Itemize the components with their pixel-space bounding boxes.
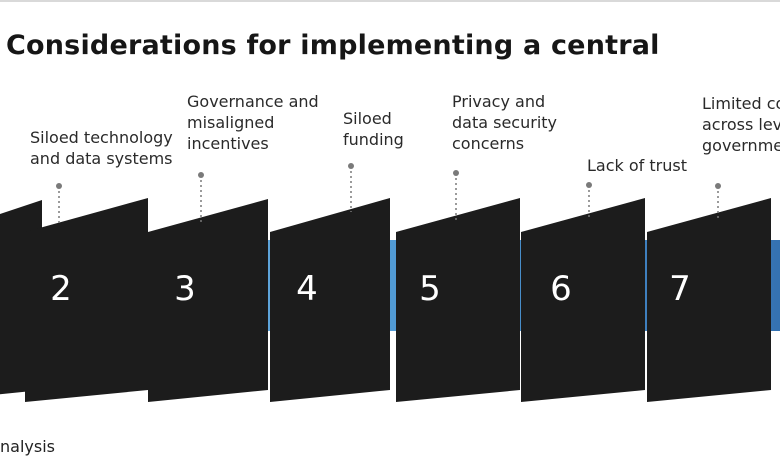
connector-dot-6 (586, 182, 592, 188)
step-label-line: across leve (702, 115, 780, 134)
step-panel-6 (521, 198, 645, 402)
step-panel-5 (396, 198, 520, 402)
step-number-5: 5 (419, 269, 441, 309)
step-label-line: Siloed technology (30, 128, 173, 147)
step-number-6: 6 (550, 269, 572, 309)
step-panels (0, 198, 771, 402)
connector-dot-2 (56, 183, 62, 189)
step-label-line: Privacy and (452, 92, 546, 111)
step-label-line: concerns (452, 134, 525, 153)
step-panel-3 (148, 199, 268, 402)
connector-dot-4 (348, 163, 354, 169)
connector-dot-3 (198, 172, 204, 178)
step-label-line: and data systems (30, 149, 173, 168)
step-label-line: Limited coo (702, 94, 780, 113)
connector-dot-5 (453, 170, 459, 176)
step-label-6: Lack of trust (587, 155, 687, 176)
step-label-line: data security (452, 113, 558, 132)
connector-dot-7 (715, 183, 721, 189)
step-label-line: funding (343, 130, 404, 149)
step-label-line: incentives (187, 134, 269, 153)
step-number-3: 3 (174, 269, 196, 309)
step-label-5: Privacy and data security concerns (452, 91, 557, 154)
step-label-line: misaligned (187, 113, 275, 132)
step-panel-7 (647, 198, 771, 402)
step-number-2: 2 (50, 269, 72, 309)
step-label-4: Siloed funding (343, 108, 404, 150)
step-number-7: 7 (669, 269, 691, 309)
source-footer: nalysis (0, 437, 55, 456)
top-rule (0, 0, 780, 2)
step-label-2: Siloed technology and data systems (30, 127, 173, 169)
step-label-line: Governance and (187, 92, 319, 111)
step-numbers: 2 3 4 5 6 7 (50, 269, 691, 309)
step-label-3: Governance and misaligned incentives (187, 91, 319, 154)
step-panel-2 (25, 198, 148, 402)
step-label-line: Siloed (343, 109, 392, 128)
step-number-4: 4 (296, 269, 318, 309)
label-connectors (56, 163, 721, 226)
page-title: Considerations for implementing a centra… (6, 30, 660, 61)
step-panel-4 (270, 198, 390, 402)
step-label-line: Lack of trust (587, 156, 687, 175)
